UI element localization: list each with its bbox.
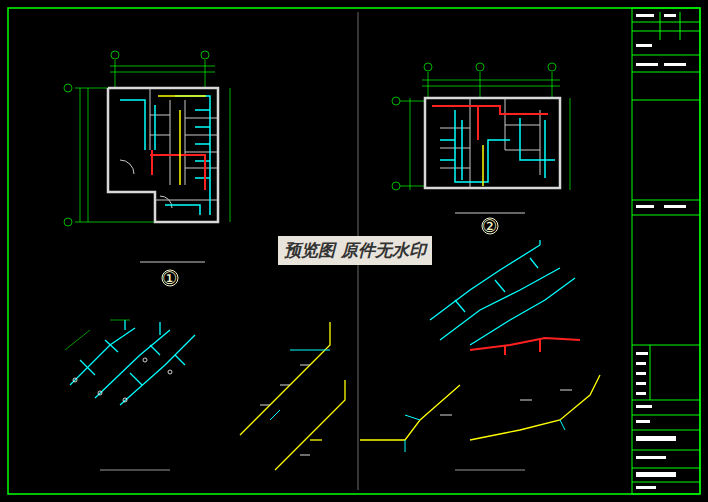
label-text: ②: [482, 216, 497, 236]
view-number: ②: [482, 218, 497, 235]
label-text: 预览图 原件无水印: [284, 240, 426, 260]
view-number: ①: [162, 270, 177, 287]
watermark: 预览图 原件无水印: [278, 236, 432, 265]
label-text: ①: [162, 268, 177, 288]
